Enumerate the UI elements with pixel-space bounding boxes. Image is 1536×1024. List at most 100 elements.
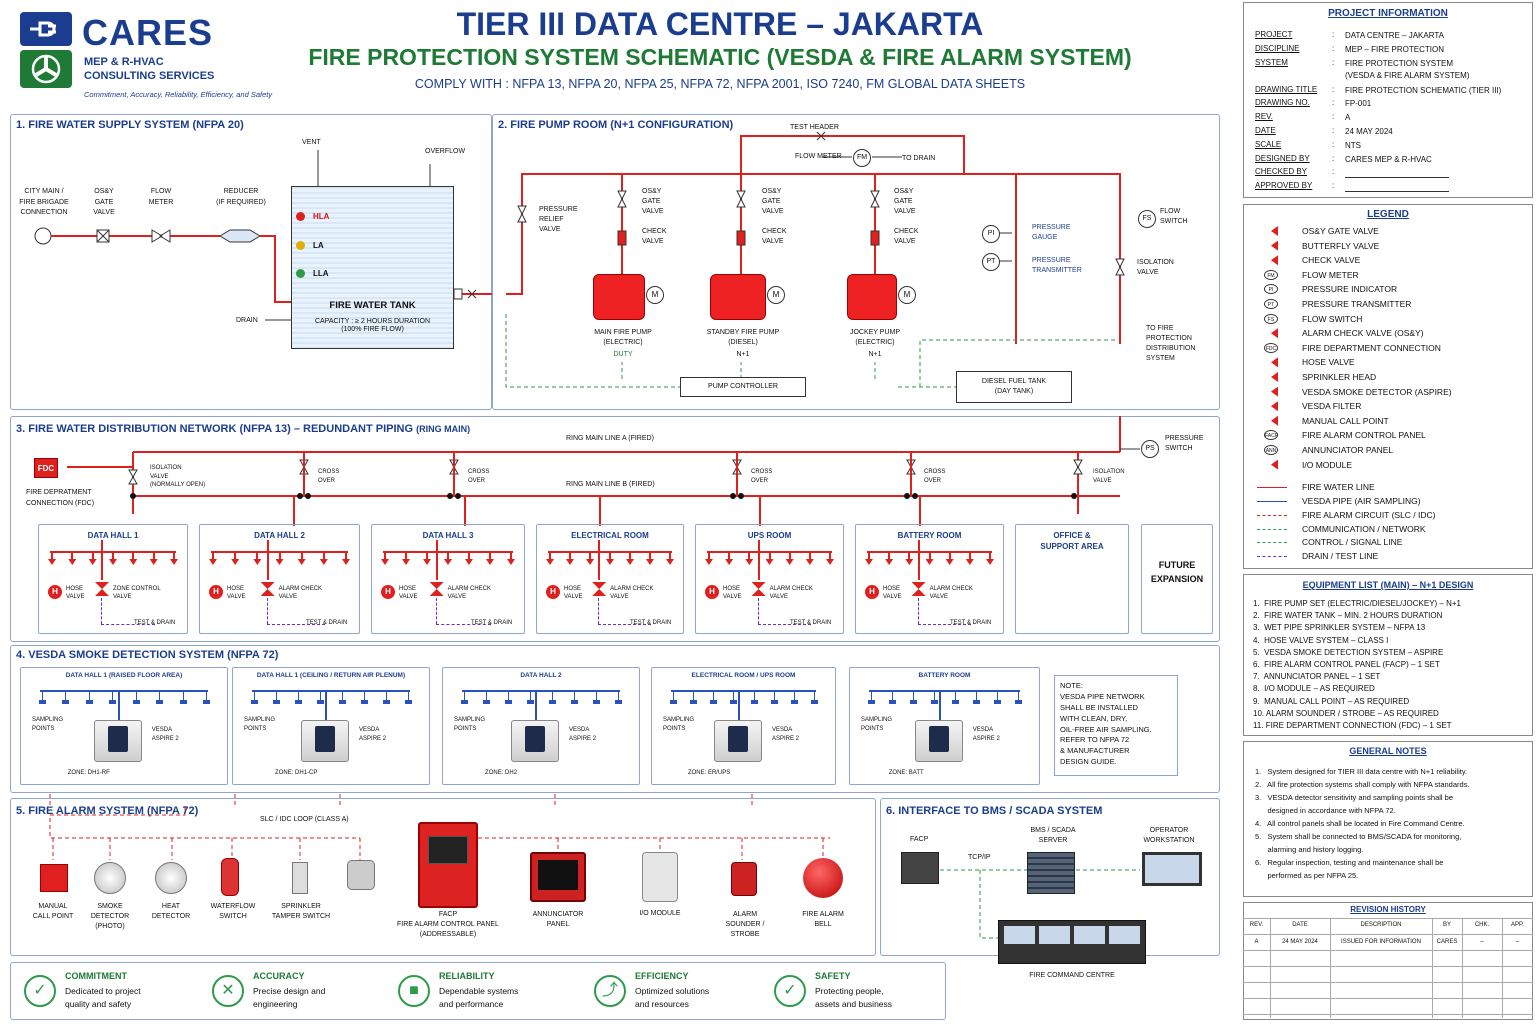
project-value-9: CARES MEP & R-HVAC bbox=[1345, 154, 1432, 164]
sampling-point-icon bbox=[730, 700, 738, 704]
sprinkler-head-icon bbox=[606, 559, 614, 565]
sprinkler-drop bbox=[322, 551, 325, 561]
vesda-drop bbox=[913, 690, 914, 702]
page-title: TIER III DATA CENTRE – JAKARTA bbox=[456, 6, 984, 42]
vesda-drop bbox=[298, 690, 299, 702]
tank-drain-label: DRAIN bbox=[236, 317, 258, 324]
footer-text-3: Dependable systems and performance bbox=[439, 986, 519, 1010]
test-drain-label: TEST & DRAIN bbox=[471, 620, 513, 626]
sampling-point-icon bbox=[910, 700, 917, 704]
revision-cell: A bbox=[1254, 939, 1259, 945]
pressure-switch-icon: PS bbox=[1141, 440, 1159, 458]
vesda-drop bbox=[254, 690, 255, 702]
note-item-3: 3. VESDA detector sensitivity and sampli… bbox=[1255, 793, 1454, 815]
room-name-1: DATA HALL 1 bbox=[87, 531, 139, 540]
sprinkler-head-icon bbox=[149, 559, 158, 565]
legend-icon-17 bbox=[1264, 459, 1278, 470]
drain-line-h bbox=[435, 624, 492, 625]
project-colon: : bbox=[1332, 112, 1335, 122]
vesda-zone-box-1 bbox=[20, 667, 228, 785]
waterflow-switch-icon bbox=[221, 858, 239, 896]
hose-valve-label: HOSE VALVE bbox=[227, 586, 246, 601]
sprinkler-drop bbox=[609, 551, 611, 561]
sprinkler-drop bbox=[345, 551, 347, 561]
sprinkler-drop bbox=[152, 551, 155, 561]
sprinkler-head-icon bbox=[986, 559, 994, 565]
tools-icon: ✕ bbox=[212, 975, 244, 1007]
fire-alarm-bell-icon bbox=[803, 858, 843, 898]
sampling-point-icon bbox=[710, 700, 718, 704]
legend-line-label-1: FIRE WATER LINE bbox=[1302, 482, 1375, 493]
note-item-5: 5. System shall be connected to BMS/SCAD… bbox=[1255, 832, 1462, 854]
sprinkler-head-icon bbox=[402, 559, 410, 565]
project-key-11: APPROVED BY bbox=[1255, 181, 1313, 191]
sprinkler-head-icon bbox=[785, 559, 794, 565]
revision-header-6: APP. bbox=[1511, 922, 1524, 928]
legend-item-15: FIRE ALARM CONTROL PANEL bbox=[1302, 430, 1426, 441]
vesda-pipe bbox=[869, 690, 1020, 692]
sprinkler-head-icon bbox=[666, 559, 674, 565]
sprinkler-drop bbox=[212, 551, 214, 561]
to-fire-protection-label: TO FIRE PROTECTION DISTRIBUTION SYSTEM bbox=[1146, 325, 1196, 363]
vesda-drop bbox=[934, 690, 935, 702]
riser-line bbox=[266, 540, 269, 580]
signature-line bbox=[1345, 177, 1449, 179]
sprinkler-head-icon bbox=[253, 559, 262, 565]
sampling-point-icon bbox=[251, 700, 258, 704]
sprinkler-drop bbox=[447, 551, 449, 561]
legend-icon-4: FM bbox=[1264, 269, 1278, 280]
tagline: Commitment, Accuracy, Reliability, Effic… bbox=[84, 90, 273, 99]
la-indicator-icon bbox=[296, 241, 305, 250]
general-notes-panel bbox=[1243, 741, 1533, 897]
sprinkler-drop bbox=[91, 551, 94, 561]
city-main-label: CITY MAIN / FIRE BRIGADE CONNECTION bbox=[19, 188, 69, 216]
revision-cell: 24 MAY 2024 bbox=[1282, 939, 1318, 945]
vesda-zone-name-2: DATA HALL 1 (CEILING / RETURN AIR PLENUM… bbox=[256, 672, 406, 679]
sprinkler-drop bbox=[384, 551, 386, 561]
note-item-1: 1. System designed for TIER III data cen… bbox=[1255, 767, 1468, 776]
revision-grid-row bbox=[1243, 982, 1533, 983]
sampling-point-icon bbox=[868, 700, 875, 704]
flow-switch-icon: FS bbox=[1138, 210, 1156, 228]
legend-item-10: HOSE VALVE bbox=[1302, 357, 1355, 368]
pressure-transmitter-icon: PT bbox=[982, 253, 1000, 271]
sampling-point-icon bbox=[615, 700, 622, 704]
sprinkler-drop bbox=[300, 551, 303, 561]
legend-panel bbox=[1243, 204, 1533, 569]
project-info-title: PROJECT INFORMATION bbox=[1328, 8, 1448, 19]
flow-meter-icon: FM bbox=[853, 149, 871, 167]
fire-water-tank bbox=[291, 186, 454, 349]
vesda-drop bbox=[320, 690, 321, 702]
sampling-points-label: SAMPLING POINTS bbox=[244, 717, 276, 732]
sprinkler-head-icon bbox=[805, 559, 814, 565]
drain-line bbox=[266, 598, 268, 624]
sampling-point-icon bbox=[973, 700, 980, 704]
drain-line bbox=[917, 598, 919, 624]
values-footer bbox=[10, 962, 946, 1020]
equipment-item-2: 2. FIRE WATER TANK – MIN. 2 HOURS DURATI… bbox=[1253, 611, 1443, 621]
sampling-point-icon bbox=[461, 700, 468, 704]
sprinkler-head-icon bbox=[865, 559, 873, 565]
vesda-riser bbox=[325, 690, 328, 720]
project-key-2: DISCIPLINE bbox=[1255, 43, 1300, 53]
legend-icon-1 bbox=[1264, 226, 1278, 236]
equipment-title: EQUIPMENT LIST (MAIN) – N+1 DESIGN bbox=[1302, 580, 1474, 590]
vesda-drop bbox=[42, 690, 43, 702]
vesda-riser bbox=[117, 690, 120, 720]
vesda-zone-box-4 bbox=[651, 667, 836, 785]
vesda-riser bbox=[938, 690, 941, 720]
sampling-point-icon bbox=[811, 700, 818, 704]
legend-icon-12 bbox=[1264, 386, 1278, 397]
sprinkler-drop bbox=[256, 551, 259, 561]
sampling-point-icon bbox=[132, 700, 140, 704]
vesda-drop bbox=[364, 690, 365, 702]
vesda-drop bbox=[386, 690, 387, 702]
s3-title-suffix: (RING MAIN) bbox=[416, 424, 471, 434]
vesda-display bbox=[315, 726, 336, 752]
pump-isolation-valve-label: ISOLATION VALVE bbox=[1137, 259, 1174, 277]
vesda-drop bbox=[955, 690, 956, 702]
pressure-gauge-icon: PI bbox=[982, 225, 1000, 243]
hose-valve-label: HOSE VALVE bbox=[399, 586, 418, 601]
heat-detector-icon bbox=[155, 862, 187, 894]
project-info-panel bbox=[1243, 2, 1533, 198]
